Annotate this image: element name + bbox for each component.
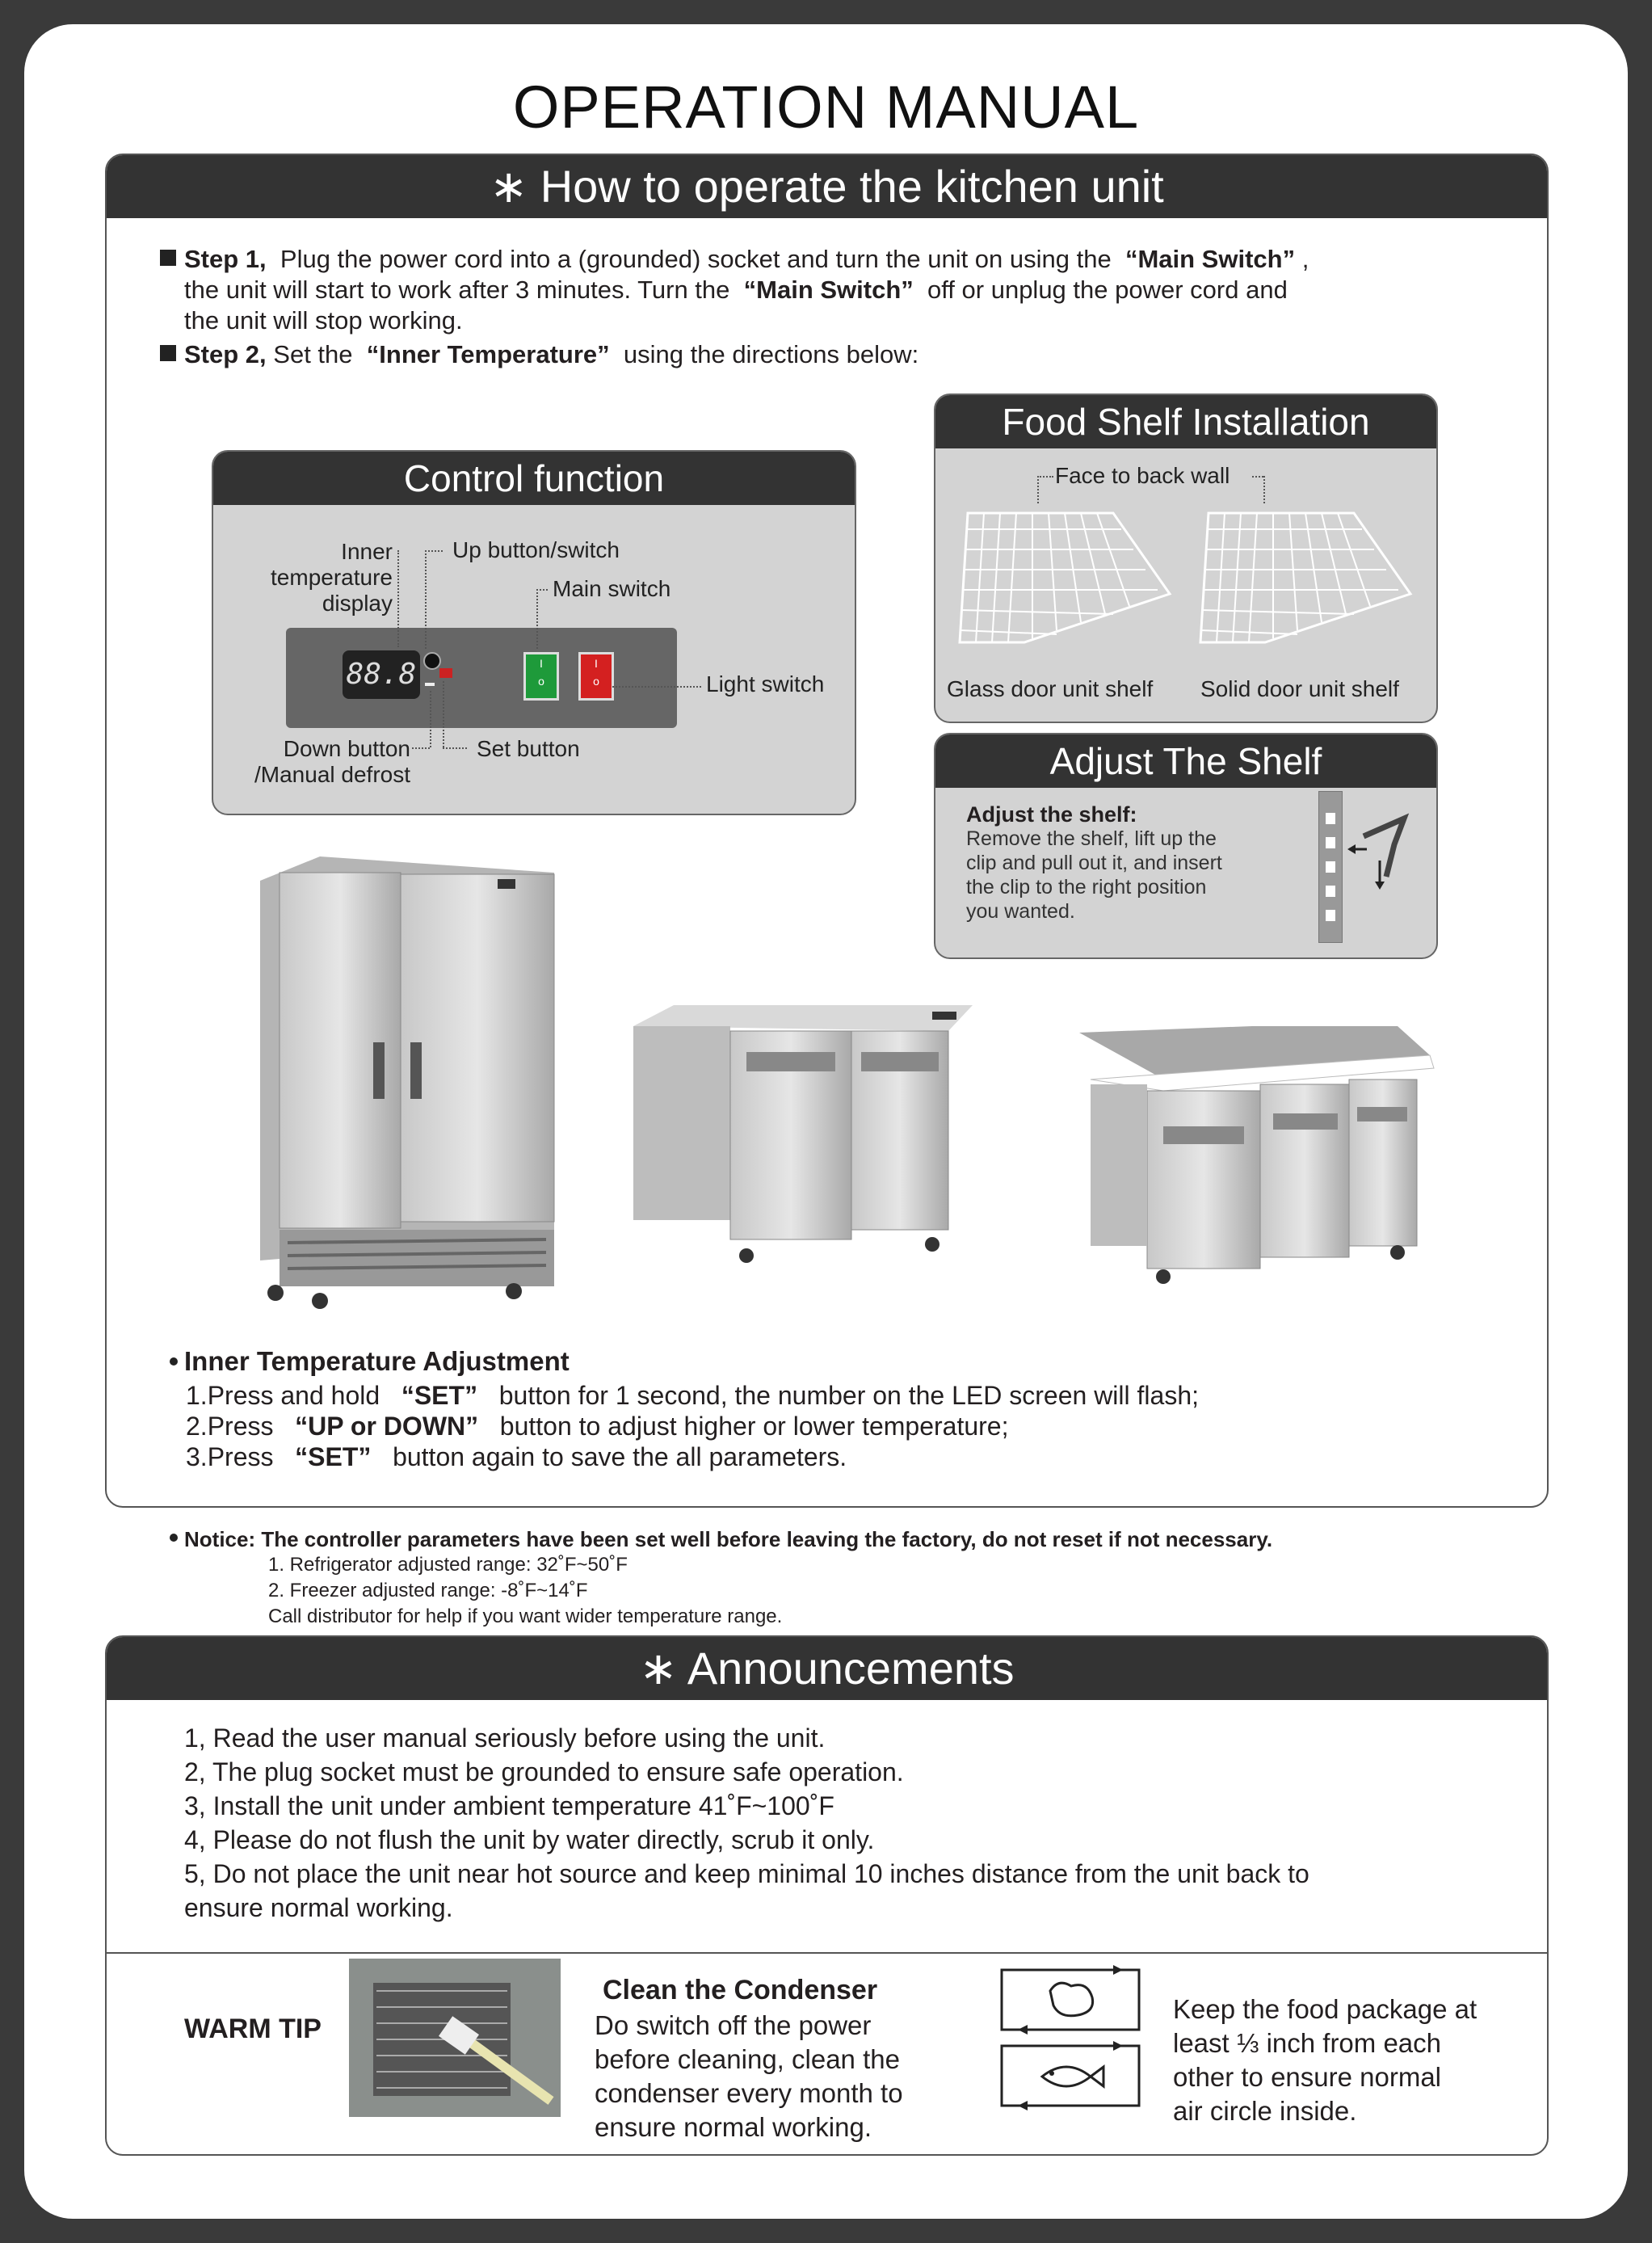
adjustment-step-2: 2.Press “UP or DOWN” button to adjust hi… bbox=[186, 1412, 1009, 1441]
announcement-item: ensure normal working. bbox=[184, 1893, 453, 1922]
notice-line-1: 1. Refrigerator adjusted range: 32˚F~50˚… bbox=[268, 1554, 628, 1576]
bullet-dot-icon bbox=[170, 1534, 178, 1542]
step1-line2: the unit will start to work after 3 minu… bbox=[184, 276, 1288, 304]
undercounter-refrigerator-image bbox=[633, 1005, 973, 1263]
light-switch-label: Light switch bbox=[706, 671, 825, 696]
leader-line bbox=[536, 589, 548, 591]
notice-main: Notice: The controller parameters have b… bbox=[170, 1524, 1272, 1555]
condenser-title: Clean the Condenser bbox=[603, 1975, 878, 2005]
leader-line bbox=[1037, 476, 1039, 503]
condenser-cleaning-image bbox=[349, 1959, 561, 2117]
clip-icon bbox=[1347, 813, 1410, 890]
main-switch-label: Main switch bbox=[553, 576, 671, 601]
set-button-label: Set button bbox=[477, 736, 580, 761]
announcement-item: 5, Do not place the unit near hot source… bbox=[184, 1859, 1309, 1888]
leader-line bbox=[1263, 476, 1265, 503]
leader-line bbox=[412, 747, 430, 749]
step1-line1: Step 1, Plug the power cord into a (grou… bbox=[160, 244, 1533, 275]
up-button[interactable] bbox=[423, 652, 441, 670]
announcements-list: 1, Read the user manual seriously before… bbox=[184, 1721, 1541, 1925]
leader-line bbox=[443, 747, 467, 749]
down-button[interactable] bbox=[425, 683, 435, 686]
prep-table-image bbox=[1079, 1026, 1435, 1284]
announcements-heading: ∗ Announcements bbox=[107, 1637, 1547, 1700]
adjustment-step-3: 3.Press “SET” button again to save the a… bbox=[186, 1442, 847, 1471]
operate-heading: ∗ How to operate the kitchen unit bbox=[107, 155, 1547, 218]
page-title: OPERATION MANUAL bbox=[512, 74, 1140, 141]
notice-line-3: Call distributor for help if you want wi… bbox=[268, 1605, 783, 1627]
reach-in-refrigerator-image bbox=[260, 856, 555, 1309]
leader-line bbox=[443, 681, 444, 747]
leader-line bbox=[397, 550, 399, 647]
food-shelf-heading: Food Shelf Installation bbox=[935, 395, 1436, 448]
face-back-label: Face to back wall bbox=[1055, 463, 1230, 488]
leader-line bbox=[536, 589, 538, 649]
solid-shelf-icon bbox=[1199, 511, 1413, 644]
adjust-label: Adjust the shelf: bbox=[966, 802, 1137, 827]
leader-line bbox=[1252, 476, 1263, 478]
food-spacing-icon bbox=[1000, 1965, 1141, 2110]
adjust-shelf-heading: Adjust The Shelf bbox=[935, 734, 1436, 788]
adjustment-step-1: 1.Press and hold “SET” button for 1 seco… bbox=[186, 1381, 1199, 1410]
page: OPERATION MANUAL ∗ How to operate the ki… bbox=[24, 24, 1628, 2219]
adjust-shelf-panel: Adjust The Shelf Adjust the shelf: Remov… bbox=[934, 733, 1438, 959]
shelf-rail-icon bbox=[1318, 791, 1343, 943]
announcements-divider bbox=[107, 1952, 1547, 1954]
bullet-dot-icon bbox=[170, 1357, 178, 1366]
announcements-section: ∗ Announcements bbox=[105, 1635, 1549, 2156]
announcement-item: 4, Please do not flush the unit by water… bbox=[184, 1825, 875, 1854]
bullet-square-icon bbox=[160, 345, 176, 361]
up-button-label: Up button/switch bbox=[452, 537, 620, 562]
leader-line bbox=[425, 550, 443, 552]
led-display: 88.8 bbox=[343, 650, 420, 699]
leader-line bbox=[1037, 476, 1053, 478]
leader-line bbox=[612, 686, 701, 688]
solid-door-label: Solid door unit shelf bbox=[1200, 676, 1399, 701]
announcement-item: 3, Install the unit under ambient temper… bbox=[184, 1791, 834, 1820]
warm-tip-label: WARM TIP bbox=[184, 2014, 322, 2044]
step1-line3: the unit will stop working. bbox=[184, 306, 463, 335]
glass-door-label: Glass door unit shelf bbox=[947, 676, 1154, 701]
adjustment-heading: Inner Temperature Adjustment bbox=[170, 1346, 570, 1377]
announcement-item: 2, The plug socket must be grounded to e… bbox=[184, 1757, 904, 1786]
notice-line-2: 2. Freezer adjusted range: -8˚F~14˚F bbox=[268, 1580, 588, 1601]
announcement-item: 1, Read the user manual seriously before… bbox=[184, 1723, 826, 1753]
control-function-heading: Control function bbox=[213, 452, 855, 505]
glass-shelf-icon bbox=[958, 511, 1172, 644]
step2-line: Step 2, Set the “Inner Temperature” usin… bbox=[160, 339, 1533, 370]
leader-line bbox=[430, 691, 431, 747]
bullet-square-icon bbox=[160, 250, 176, 266]
set-button[interactable] bbox=[439, 668, 452, 678]
down-button-label: Down button/Manual defrost bbox=[254, 736, 410, 787]
leader-line bbox=[425, 550, 427, 649]
food-shelf-panel: Food Shelf Installation Face to back wal… bbox=[934, 393, 1438, 723]
